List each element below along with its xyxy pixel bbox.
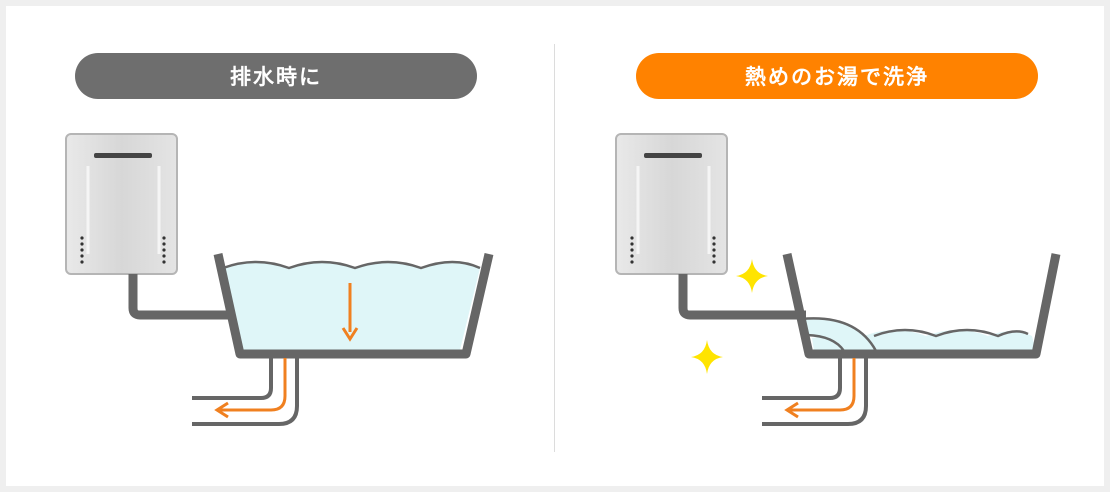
supply-pipe	[128, 274, 232, 320]
panel-divider	[554, 44, 555, 452]
diagram-frame: 排水時に 熱めのお湯で洗浄	[6, 6, 1104, 486]
right-panel-hot-wash	[615, 133, 1061, 426]
panel-title-drain: 排水時に	[75, 53, 477, 99]
flow-arrow-icon	[214, 358, 287, 419]
water-heater-icon	[65, 133, 178, 275]
bathtub-icon	[782, 253, 1061, 359]
panel-title-hot-wash: 熱めのお湯で洗浄	[636, 53, 1038, 99]
drain-pipe	[762, 358, 868, 426]
sparkle-icon	[736, 259, 768, 293]
bathtub-icon	[213, 252, 494, 359]
left-panel-drain	[65, 133, 494, 426]
diagram-illustration	[65, 133, 1061, 426]
water-heater-icon	[615, 133, 728, 275]
drain-pipe	[192, 358, 299, 426]
supply-pipe	[678, 274, 806, 320]
flow-arrow-icon	[784, 358, 856, 419]
flow-arrow-icon	[341, 283, 359, 342]
sparkle-icon	[691, 340, 723, 374]
